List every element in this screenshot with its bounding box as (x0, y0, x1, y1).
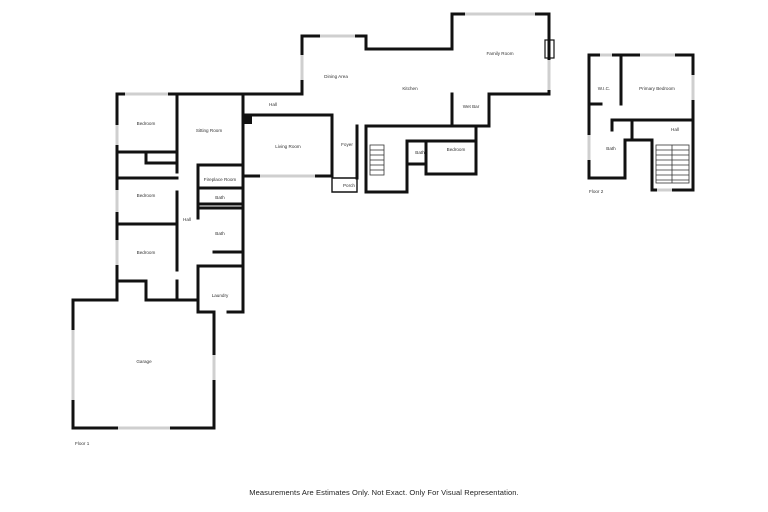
floor2-stairs (655, 144, 690, 184)
floor1-label: Floor 1 (75, 441, 90, 446)
room-label-bath-small: Bath (215, 195, 225, 200)
room-label-bath-stair: Bath (415, 150, 425, 155)
floor1-walls (71, 12, 555, 430)
room-label-primary-bedroom: Primary Bedroom (639, 86, 675, 91)
room-label-bath-floor2: Bath (606, 146, 616, 151)
room-label-hall-top: Hall (269, 102, 277, 107)
room-label-living-room: Living Room (275, 144, 301, 149)
room-label-kitchen: Kitchen (402, 86, 418, 91)
room-label-porch: Porch (343, 183, 355, 188)
room-label-wic: W.I.C. (598, 86, 611, 91)
floor1-stairs (369, 144, 385, 176)
room-label-hall-side: Hall (183, 217, 191, 222)
room-label-foyer: Foyer (341, 142, 353, 147)
floor2-label: Floor 2 (589, 189, 604, 194)
room-label-family-room: Family Room (486, 51, 513, 56)
room-label-hall-floor2: Hall (671, 127, 679, 132)
room-label-bedroom-4: Bedroom (447, 147, 466, 152)
room-label-sitting-room: Sitting Room (196, 128, 222, 133)
room-label-bedroom-1: Bedroom (137, 121, 156, 126)
room-label-dining-area: Dining Area (324, 74, 348, 79)
room-label-bedroom-3: Bedroom (137, 250, 156, 255)
room-label-garage: Garage (136, 359, 152, 364)
room-label-wet-bar: Wet Bar (463, 104, 480, 109)
floor2-room-labels: W.I.C. Primary Bedroom Hall Bath (598, 86, 679, 151)
room-label-fireplace-room: Fireplace Room (204, 177, 237, 182)
room-label-laundry: Laundry (212, 293, 229, 298)
room-label-bedroom-2: Bedroom (137, 193, 156, 198)
floor2-windows (587, 53, 695, 192)
floor1-room-labels: Bedroom Sitting Room Hall Living Room Di… (136, 51, 513, 364)
floor1-windows (71, 12, 551, 430)
disclaimer-text: Measurements Are Estimates Only. Not Exa… (249, 488, 519, 497)
room-label-bath-main: Bath (215, 231, 225, 236)
